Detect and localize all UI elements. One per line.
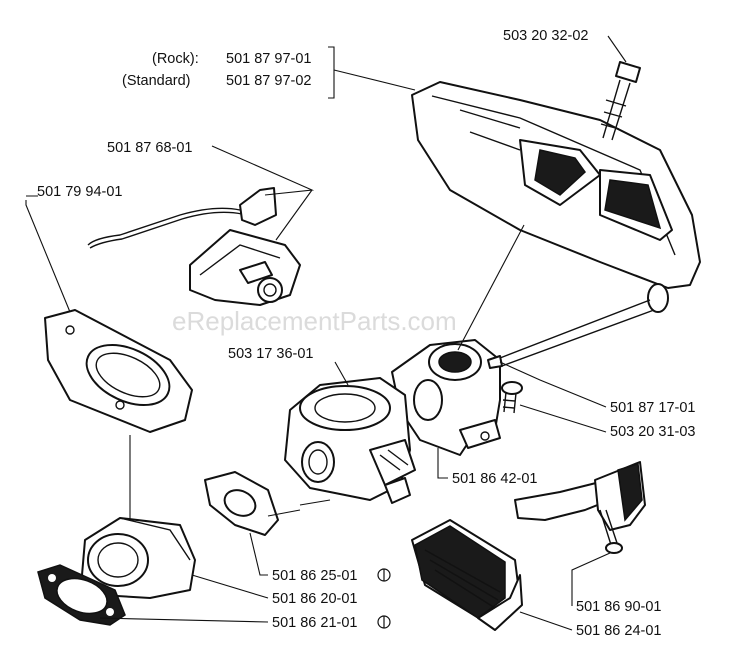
note-symbol-2 [377, 615, 391, 629]
label-501-86-24-01: 501 86 24-01 [576, 623, 661, 639]
label-501-79-94-01: 501 79 94-01 [37, 184, 122, 200]
air-filter-cover [411, 81, 701, 289]
variant-rock-label: (Rock): [152, 51, 199, 67]
variant-bracket [328, 46, 335, 99]
label-501-86-21-01: 501 86 21-01 [272, 615, 357, 631]
note-symbol-1 [377, 568, 391, 582]
carburetor [284, 377, 416, 504]
small-gasket [204, 471, 279, 536]
intake-manifold [391, 339, 501, 456]
throttle-lever [514, 461, 646, 554]
label-501-86-90-01: 501 86 90-01 [576, 599, 661, 615]
label-503-20-31-03: 503 20 31-03 [610, 424, 695, 440]
label-501-87-17-01: 501 87 17-01 [610, 400, 695, 416]
variant-labels: (Rock): 501 87 97-01 (Standard) 501 87 9… [122, 46, 416, 99]
cover-screw [600, 61, 641, 141]
gasket-plate [44, 309, 193, 433]
watermark: eReplacementParts.com [172, 306, 457, 336]
air-filter [411, 519, 523, 631]
variant-standard-label: (Standard) [122, 73, 191, 89]
variant-rock-part: 501 87 97-01 [226, 51, 311, 67]
label-503-17-36-01: 503 17 36-01 [228, 346, 313, 362]
label-501-87-68-01: 501 87 68-01 [107, 140, 192, 156]
flange-gasket [37, 564, 126, 626]
throttle-rod [87, 187, 277, 249]
label-501-86-20-01: 501 86 20-01 [272, 591, 357, 607]
intake-adapter [81, 517, 196, 599]
variant-standard-part: 501 87 97-02 [226, 73, 311, 89]
label-501-86-25-01: 501 86 25-01 [272, 568, 357, 584]
long-bolt [487, 283, 669, 369]
small-screw [501, 381, 523, 414]
bracket-assembly [189, 229, 301, 306]
label-501-86-42-01: 501 86 42-01 [452, 471, 537, 487]
label-503-20-32-02: 503 20 32-02 [503, 28, 588, 44]
